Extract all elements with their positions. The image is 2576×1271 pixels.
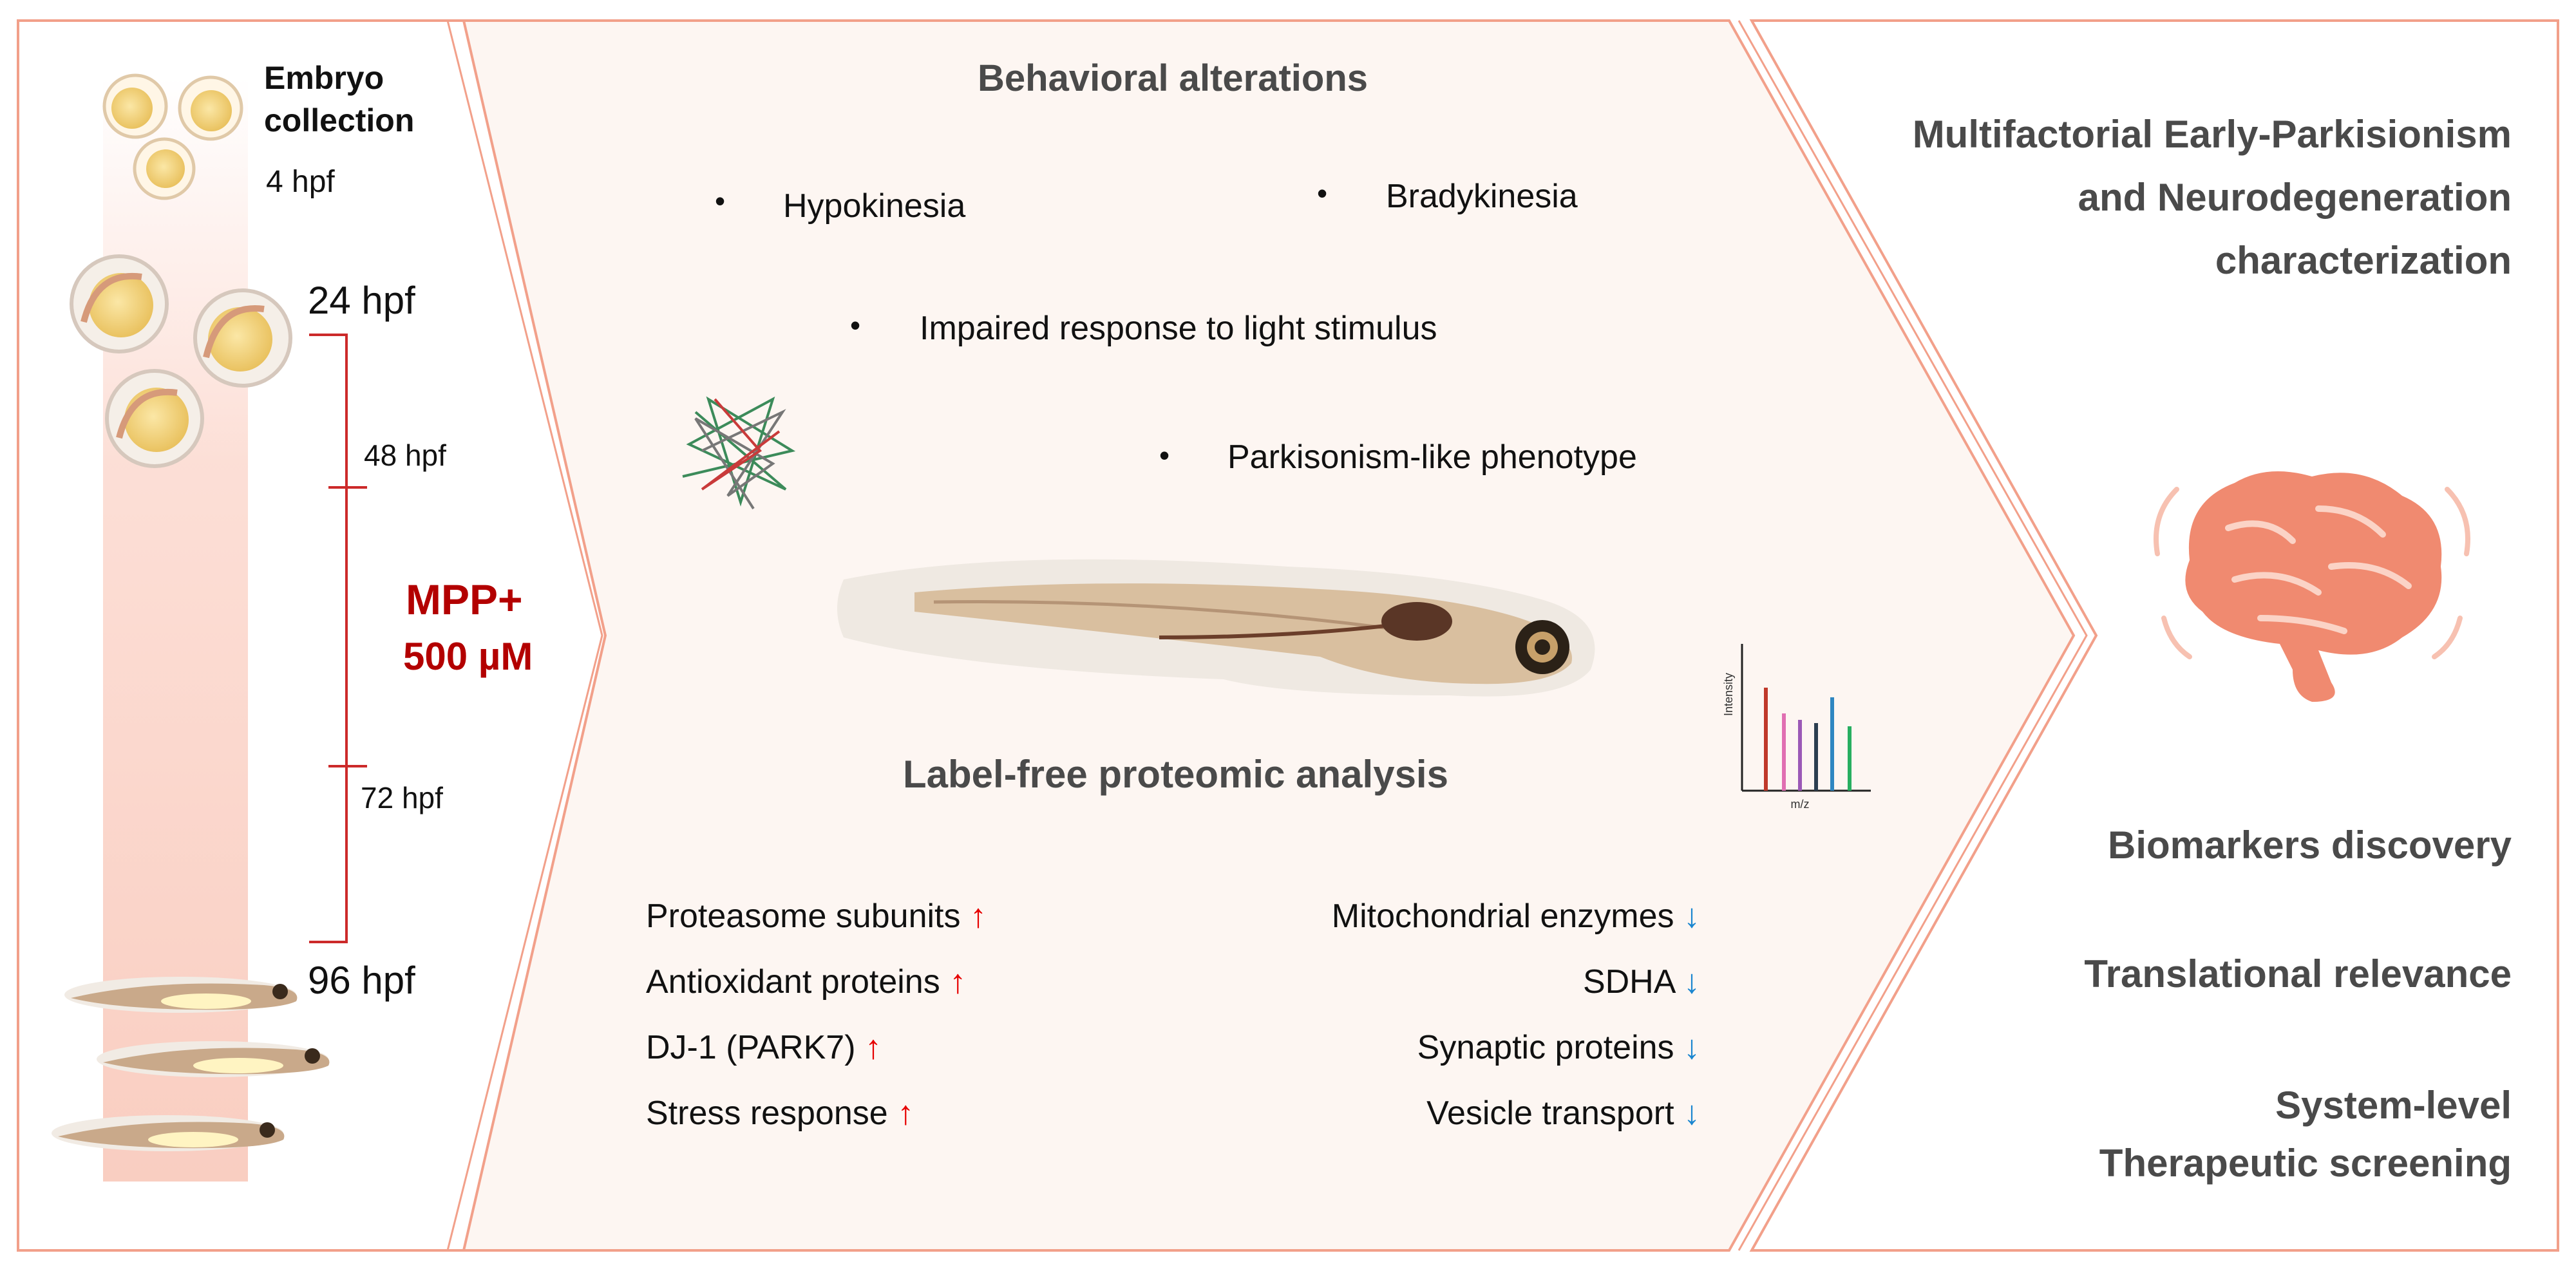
up-item-antioxidant: Antioxidant proteins ↑ [646,963,967,1001]
behavior-item-hypokinesia: Hypokinesia [783,187,966,225]
spectrum-y-label: Intensity [1722,673,1735,716]
up-item-stress: Stress response ↑ [646,1095,914,1132]
brain-icon [2154,471,2470,702]
down-arrow-icon: ↓ [1683,1029,1700,1066]
up-arrow-icon: ↑ [949,963,967,1001]
down-item-mitochondrial: Mitochondrial enzymes ↓ [1331,898,1700,935]
up-arrow-icon: ↑ [897,1095,914,1132]
up-item-proteasome: Proteasome subunits ↑ [646,898,987,935]
outcome-translational: Translational relevance [2084,952,2512,995]
panel-middle-inner-chevron [1738,20,2088,1251]
time-band [103,77,248,1182]
embryo-4hpf-icons [102,73,243,200]
bullet-marker: • [1317,176,1328,210]
time-24hpf-label: 24 hpf [308,279,415,322]
time-48hpf-label: 48 hpf [364,438,446,472]
locomotion-track-icon [682,396,796,510]
outcome-biomarkers: Biomarkers discovery [2107,824,2512,867]
up-arrow-icon: ↑ [969,898,987,935]
treatment-name-label: MPP+ [406,576,523,623]
behavior-item-parkinsonism: Parkisonism-like phenotype [1227,438,1637,476]
down-item-sdha: SDHA ↓ [1582,963,1700,1001]
proteomic-title: Label-free proteomic analysis [903,753,1448,796]
embryo-24hpf-icons [70,254,292,468]
zebrafish-larva-illustration [837,559,1595,697]
up-item-dj1: DJ-1 (PARK7) ↑ [646,1029,882,1066]
bullet-marker: • [1159,438,1170,472]
embryo-collection-label: Embryo collection [264,60,415,138]
mass-spectrum-icon: Intensity m/z [1722,644,1871,811]
down-arrow-icon: ↓ [1683,963,1700,1001]
bullet-marker: • [850,308,861,342]
up-arrow-icon: ↑ [865,1029,882,1066]
down-item-synaptic: Synaptic proteins ↓ [1417,1029,1700,1066]
time-4hpf-label: 4 hpf [266,165,335,199]
bullet-marker: • [715,184,726,218]
treatment-concentration-label: 500 µM [403,635,533,678]
outcome-title: Multifactorial Early-Parkisionism and Ne… [1912,113,2512,282]
time-72hpf-label: 72 hpf [361,781,443,814]
behavior-item-bradykinesia: Bradykinesia [1386,178,1578,215]
down-arrow-icon: ↓ [1683,898,1700,935]
treatment-bracket [309,334,367,943]
time-96hpf-label: 96 hpf [308,959,415,1002]
down-arrow-icon: ↓ [1683,1095,1700,1132]
spectrum-x-label: m/z [1791,798,1810,811]
panel-right-outline [1749,19,2559,1252]
behavioral-title: Behavioral alterations [978,57,1368,99]
larvae-96hpf-icons [52,977,330,1151]
down-item-vesicle: Vesicle transport ↓ [1426,1095,1700,1132]
behavior-item-light-response: Impaired response to light stimulus [920,310,1437,347]
outcome-system-level: System-level Therapeutic screening [2099,1084,2512,1185]
